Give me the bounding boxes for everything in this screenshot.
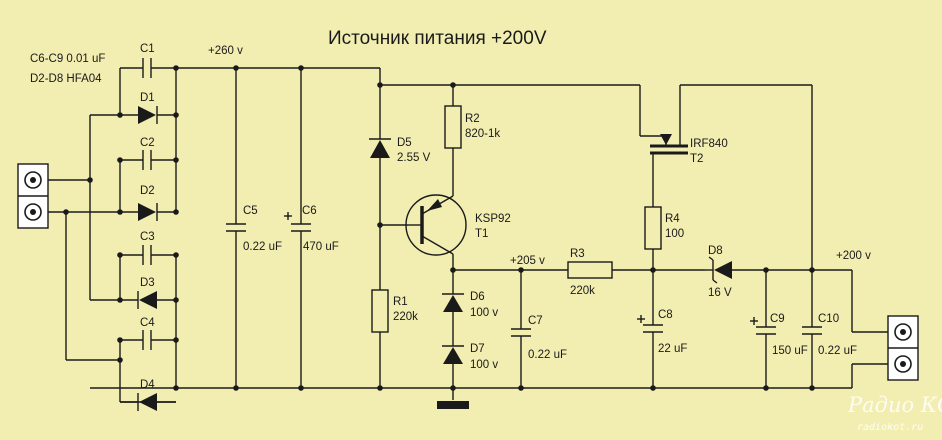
r3-label: R3 (570, 248, 585, 260)
resistor-r1 (371, 289, 389, 391)
r4-value: 100 (665, 228, 684, 240)
input-wires (48, 115, 120, 361)
resistor-r3 (567, 261, 705, 279)
note-capacitors: C6-C9 0.01 uF (30, 53, 105, 65)
d1-label: D1 (140, 92, 155, 104)
diode-d6 (442, 270, 464, 346)
output-connector (887, 315, 919, 381)
diode-d8 (705, 256, 815, 284)
r1-label: R1 (393, 296, 408, 308)
c6-value: 470 uF (303, 241, 339, 253)
r2-label: R2 (465, 113, 480, 125)
c1-label: C1 (140, 43, 155, 55)
d5-value: 2.55 V (397, 152, 431, 164)
capacitor-c3 (120, 245, 176, 265)
voltage-205-label: +205 v (510, 255, 545, 267)
d4-label: D4 (140, 379, 155, 391)
capacitor-c5 (226, 65, 246, 391)
d2-label: D2 (140, 185, 155, 197)
capacitor-c10 (802, 85, 822, 391)
d6-value: 100 v (470, 307, 498, 319)
voltage-260-label: +260 v (208, 45, 243, 57)
c10-value: 0.22 uF (818, 345, 857, 357)
t1-base-junction (377, 222, 383, 228)
c5-value: 0.22 uF (243, 241, 282, 253)
c6-label: C6 (302, 205, 317, 217)
diode-d5 (369, 82, 391, 290)
c7-label: C7 (528, 315, 543, 327)
c9-value: 150 uF (772, 345, 808, 357)
c4-label: C4 (140, 317, 155, 329)
d8-label: D8 (708, 245, 723, 257)
diode-d1 (120, 106, 176, 124)
d8-value: 16 V (708, 287, 732, 299)
t2-type-label: IRF840 (690, 138, 728, 150)
node-205 (450, 267, 568, 273)
ground-rail (90, 380, 853, 389)
r3-value: 220k (570, 285, 595, 297)
capacitor-c2 (120, 150, 176, 170)
r1-value: 220k (393, 311, 418, 323)
transistor-t1 (405, 190, 467, 270)
ground-symbol (437, 401, 469, 409)
capacitor-c7 (511, 270, 531, 391)
d7-label: D7 (470, 343, 485, 355)
resistor-r4 (644, 206, 662, 270)
transistor-t2 (639, 85, 688, 207)
d3-label: D3 (140, 277, 155, 289)
positive-rail (176, 67, 812, 86)
input-connector (17, 163, 49, 229)
voltage-200-label: +200 v (836, 250, 871, 262)
capacitor-c4 (120, 330, 176, 350)
rectifier-bridge (90, 65, 179, 403)
diagram-title: Источник питания +200V (328, 28, 547, 49)
c8-value: 22 uF (658, 343, 687, 355)
c8-label: C8 (658, 309, 673, 321)
c9-label: C9 (770, 313, 785, 325)
resistor-r2 (444, 82, 462, 190)
note-diodes: D2-D8 HFA04 (30, 73, 102, 85)
capacitor-c6 (284, 65, 311, 391)
c5-label: C5 (243, 205, 258, 217)
c2-label: C2 (140, 137, 155, 149)
diode-d3 (120, 291, 176, 309)
r2-value: 820-1k (465, 128, 500, 140)
diode-d2 (120, 203, 176, 221)
watermark-logo: Радио КОТ (847, 393, 942, 417)
capacitor-c8 (637, 270, 663, 391)
capacitor-c1 (120, 58, 176, 78)
t1-type-label: KSP92 (475, 213, 511, 225)
c10-label: C10 (818, 313, 839, 325)
d6-label: D6 (470, 291, 485, 303)
output-wires (812, 269, 888, 380)
d7-value: 100 v (470, 359, 498, 371)
t1-label: T1 (475, 228, 488, 240)
watermark-url: radiokot.ru (857, 422, 923, 433)
c3-label: C3 (140, 231, 155, 243)
diode-d4 (120, 393, 176, 411)
c7-value: 0.22 uF (528, 349, 567, 361)
capacitor-c9 (750, 270, 776, 391)
r4-label: R4 (665, 213, 680, 225)
diode-d7 (442, 345, 464, 400)
t2-label: T2 (690, 153, 703, 165)
d5-label: D5 (397, 137, 412, 149)
